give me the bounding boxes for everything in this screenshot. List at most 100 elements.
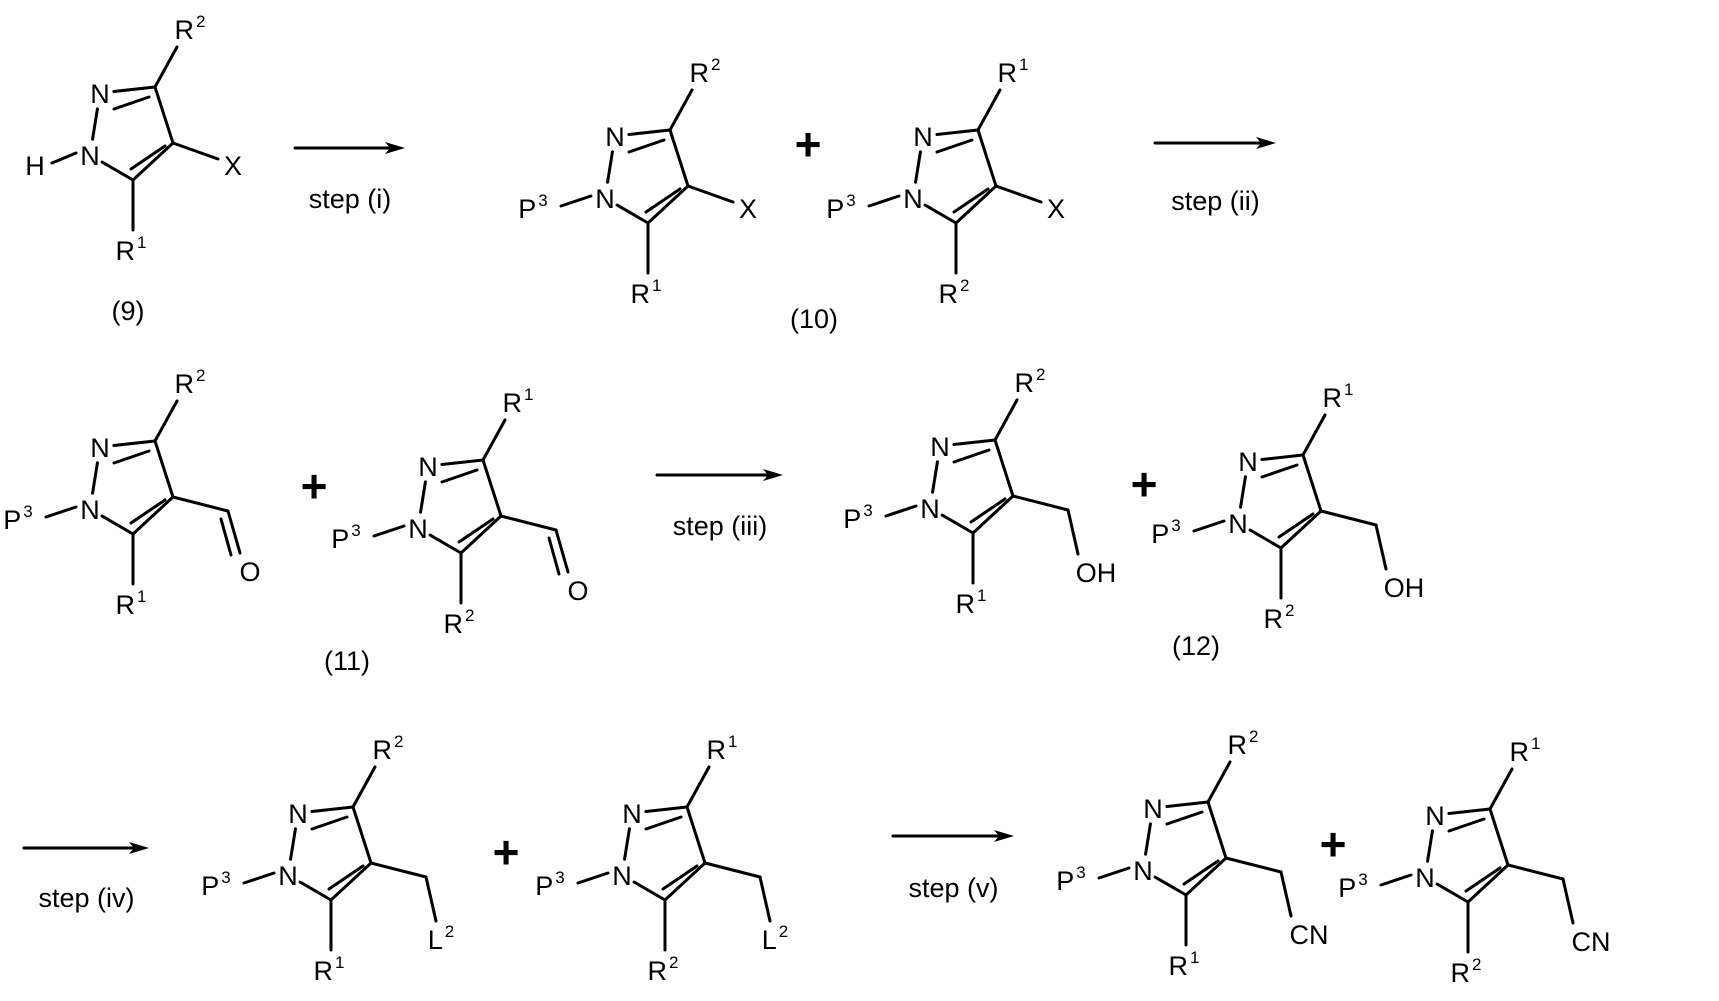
bond-c3-c4: [687, 807, 705, 863]
substituent-bottom-label: R1: [1169, 948, 1200, 981]
protecting-group-label: P3: [826, 191, 855, 224]
bond-n2-c3: [646, 807, 687, 811]
protecting-group-label: P3: [201, 868, 230, 901]
substituent-top-label: R1: [1323, 380, 1354, 413]
bond-c5-n1: [617, 205, 648, 223]
bond-c3-substituent: [155, 47, 177, 87]
bond-c4-x: [688, 186, 733, 202]
bond-c3-c4: [483, 460, 501, 516]
bond-c4-c5: [973, 496, 1013, 533]
substituent-bottom-label: R1: [116, 587, 147, 620]
substituent-bottom-label: R2: [1451, 955, 1482, 988]
bond-c3-c4: [1303, 455, 1321, 511]
step-label: step (iv): [38, 883, 134, 913]
bond-n2-c3: [312, 807, 353, 811]
bond-c5-n1: [430, 535, 461, 553]
bond-c4-ch2: [501, 516, 556, 530]
bond-n2-c3-inner: [646, 817, 681, 829]
substituent-bottom-label: R1: [314, 953, 345, 986]
bond-c4-ch2: [1321, 511, 1376, 525]
bond-c4-x: [996, 186, 1041, 202]
bond-n1-n2: [916, 152, 921, 182]
bond-n2-c3: [937, 130, 978, 134]
protecting-group-label: P3: [1056, 863, 1085, 896]
bond-n1-substituent: [869, 196, 899, 206]
compound-number-label: (12): [1172, 631, 1220, 661]
bond-c3-c4: [995, 440, 1013, 496]
bond-c3-substituent: [483, 420, 505, 460]
bond-n1-n2: [933, 462, 938, 492]
bond-c3-c4: [353, 807, 371, 863]
bond-n2-c3-inner: [312, 817, 347, 829]
bond-n2-c3: [114, 441, 155, 445]
bond-c5-n1: [1250, 530, 1281, 548]
pyrazole-structure: NNR2R1P3L2: [201, 732, 454, 986]
ring-n2-label: N: [930, 432, 950, 462]
pyrazole-structure: NNR1R2P3OH: [1151, 380, 1424, 634]
plus-sign: +: [1131, 458, 1158, 510]
bond-c5-n1: [102, 162, 133, 180]
bond-n2-c3-inner: [1449, 819, 1484, 831]
bond-c5-n1: [300, 882, 331, 900]
bond-n1-n2: [421, 482, 426, 512]
halide-x-label: X: [224, 151, 242, 181]
bond-c3-substituent: [1303, 415, 1325, 455]
bond-c5-n1: [925, 205, 956, 223]
bond-ch2-group: [1281, 872, 1291, 916]
substituent-top-label: R1: [503, 385, 534, 418]
bond-n1-substituent: [46, 507, 76, 517]
bond-c5-n1: [634, 882, 665, 900]
bond-c5-n1: [1155, 877, 1186, 895]
ring-n1-label: N: [903, 184, 923, 214]
step-label: step (iii): [673, 511, 768, 541]
substituent-top-label: R2: [1228, 727, 1259, 760]
bond-c4-ch2: [371, 863, 426, 877]
bond-c5-n1: [1437, 884, 1468, 902]
ring-n2-label: N: [418, 452, 438, 482]
substituent-top-label: R1: [1510, 734, 1541, 767]
protecting-group-label: P3: [331, 521, 360, 554]
ring-n1-label: N: [920, 494, 940, 524]
bond-c3-substituent: [978, 90, 1000, 130]
ring-n1-label: N: [1415, 863, 1435, 893]
pyrazole-structure: NNR2R1P3OH: [843, 365, 1116, 619]
bond-n1-n2: [608, 152, 613, 182]
bond-n1-n2: [291, 829, 296, 859]
bond-c5-n1: [102, 516, 133, 534]
ring-n1-label: N: [612, 861, 632, 891]
bond-c3-c4: [155, 87, 173, 143]
bond-c4-c5: [133, 143, 173, 180]
bond-c3-substituent: [1208, 762, 1230, 802]
bond-n2-c3-inner: [937, 140, 972, 152]
bond-ch2-group: [1376, 525, 1386, 569]
pyrazole-structure: NNR2R1P3X: [518, 55, 757, 309]
c4-group-label: CN: [1572, 927, 1611, 957]
bond-n2-c3: [442, 460, 483, 464]
substituent-top-label: R2: [373, 732, 404, 765]
pyrazole-structure: NNR1R2P3CN: [1338, 734, 1610, 988]
pyrazole-structure: NNR2R1P3O: [3, 366, 260, 620]
bond-c4-c5: [331, 863, 371, 900]
bond-ch2-group: [1068, 510, 1078, 554]
pyrazole-structure: NNR2R1HX: [25, 12, 242, 266]
bond-c3-c4: [1208, 802, 1226, 858]
protecting-group-label: P3: [535, 868, 564, 901]
plus-sign: +: [301, 460, 328, 512]
bond-c-o-double: [549, 538, 559, 574]
bond-c3-c4: [1490, 809, 1508, 865]
bond-c4-ch2: [173, 497, 228, 511]
protecting-group-label: P3: [1151, 516, 1180, 549]
reaction-arrow: step (i): [295, 142, 405, 214]
bond-n1-n2: [93, 463, 98, 493]
bond-n1-n2: [1146, 824, 1151, 854]
bond-n2-c3-inner: [114, 97, 149, 109]
bond-n1-substituent: [374, 526, 404, 536]
pyrazole-structure: NNR1R2P3L2: [535, 732, 788, 986]
halide-x-label: X: [739, 194, 757, 224]
ring-n1-label: N: [595, 184, 615, 214]
substituent-top-label: R2: [175, 366, 206, 399]
c4-group-label: CN: [1290, 920, 1329, 950]
bond-c3-substituent: [995, 400, 1017, 440]
